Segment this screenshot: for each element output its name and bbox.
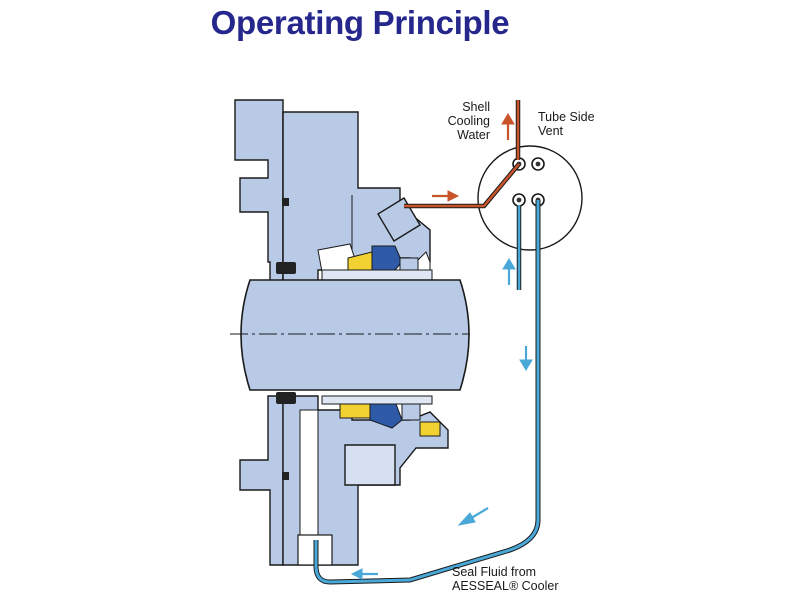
- label-seal-fluid: Seal Fluid from AESSEAL® Cooler: [452, 565, 558, 593]
- arrow-diag-blue: [457, 507, 489, 526]
- label-line: Seal Fluid from: [452, 565, 537, 579]
- seal-rotary-upper: [317, 243, 433, 281]
- pump-housing-upper: [234, 99, 431, 283]
- label-line: Vent: [538, 124, 564, 138]
- label-line: Tube Side: [538, 110, 595, 124]
- seal-rotary-lower: [321, 395, 441, 437]
- arrow-left-blue: [350, 568, 378, 580]
- cooler-port-plate: [477, 145, 583, 251]
- pump-housing-lower: [239, 395, 449, 566]
- label-shell-cooling-water: Shell Cooling Water: [432, 100, 490, 142]
- shaft: [230, 279, 470, 391]
- arrow-up-blue: [502, 258, 516, 285]
- o-rings: [276, 198, 296, 480]
- label-line: Cooling: [447, 114, 490, 128]
- arrow-down-blue: [519, 346, 533, 371]
- label-tube-side-vent: Tube Side Vent: [538, 110, 595, 138]
- label-line: Shell: [462, 100, 490, 114]
- label-line: AESSEAL® Cooler: [452, 579, 559, 593]
- page-title: Operating Principle: [210, 4, 510, 41]
- arrow-up-red: [501, 113, 515, 140]
- seal-fluid-line: [313, 200, 541, 585]
- arrow-right-red: [432, 190, 460, 202]
- cooling-water-line: [404, 100, 521, 209]
- flow-arrows: [350, 113, 533, 580]
- label-line: Water: [457, 128, 490, 142]
